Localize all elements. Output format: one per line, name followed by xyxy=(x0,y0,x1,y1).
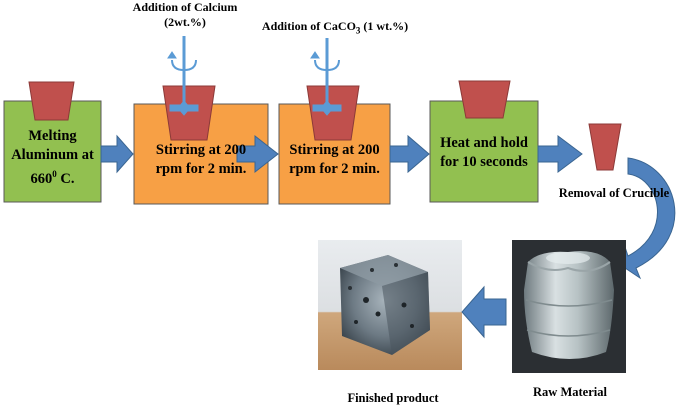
step-stirring-caco3-text: Stirring at 200 rpm for 2 min. xyxy=(289,142,380,177)
flow-arrow-icon xyxy=(461,285,507,339)
stirrer-icon xyxy=(310,38,342,116)
crucible-icon xyxy=(306,85,360,141)
curved-arrow-icon xyxy=(615,157,676,280)
raw-material-photo xyxy=(512,240,626,373)
step-stirring-calcium-text: Stirring at 200 rpm for 2 min. xyxy=(155,142,247,177)
raw-material-label: Raw Material xyxy=(533,385,607,399)
flow-arrow-icon xyxy=(100,134,134,174)
crucible-icon xyxy=(588,123,622,171)
calcium-addition-label: Addition of Calcium (2wt.%) xyxy=(132,0,238,29)
flow-arrow-icon xyxy=(389,134,430,174)
removal-of-crucible-label: Removal of Crucible xyxy=(558,186,670,200)
crucible-icon xyxy=(28,81,75,121)
crucible-icon xyxy=(162,85,216,141)
step-melting-text: Melting Aluminum at 6600 C. xyxy=(11,128,94,187)
caco3-addition-label: Addition of CaCO3 (1 wt.%) xyxy=(261,19,409,36)
finished-product-photo xyxy=(318,240,462,370)
flow-arrow-icon xyxy=(236,134,279,174)
flow-arrow-icon xyxy=(537,135,583,173)
crucible-icon xyxy=(458,80,511,119)
step-heat-hold-text: Heat and hold for 10 seconds xyxy=(440,135,528,170)
stirrer-icon xyxy=(167,36,199,116)
finished-product-label: Finished product xyxy=(347,391,439,405)
